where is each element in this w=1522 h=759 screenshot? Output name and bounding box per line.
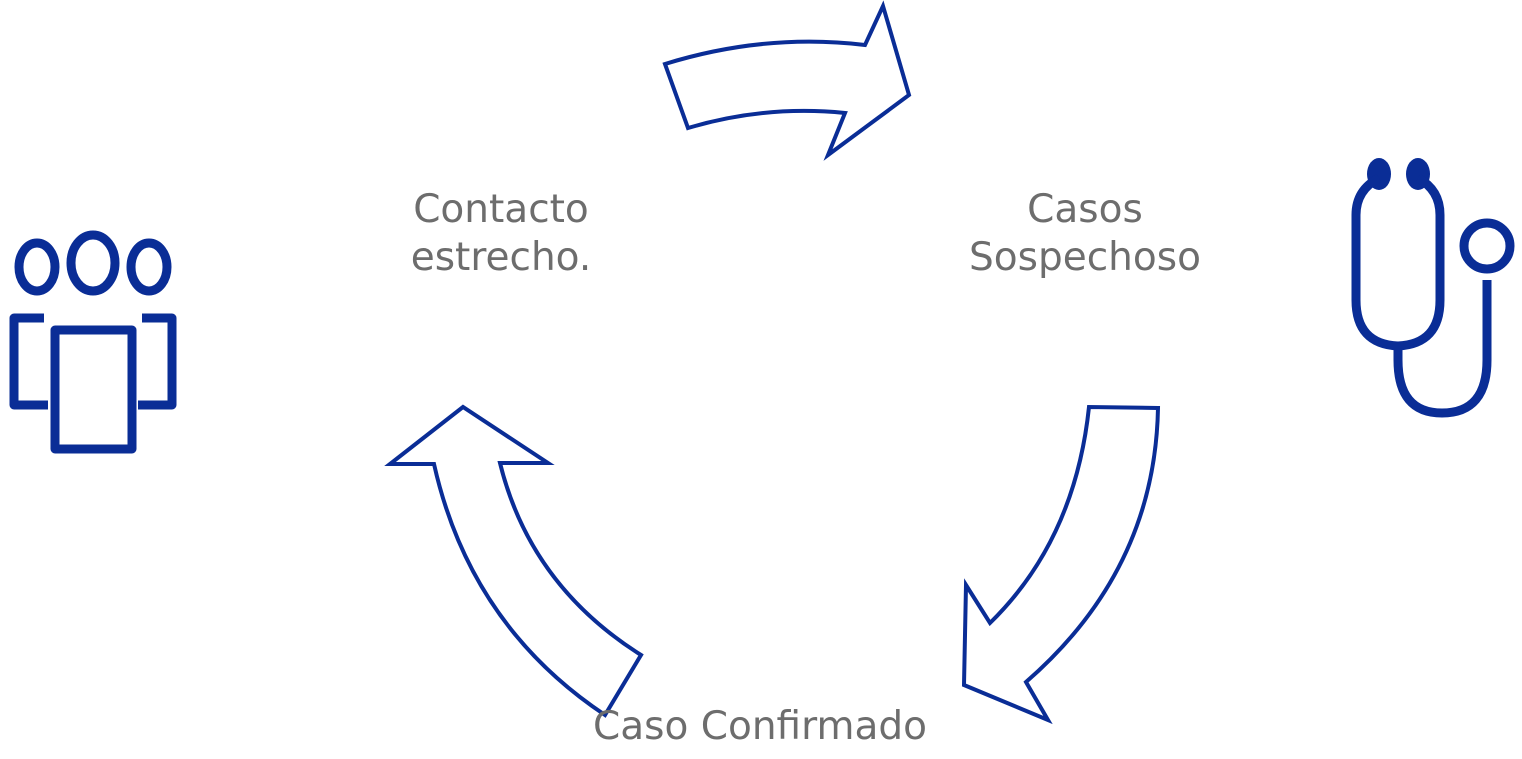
people-group-icon [9, 230, 177, 454]
node-contacto-line2: estrecho. [410, 235, 592, 280]
node-casos-sospechoso: Casos Sospechoso [955, 186, 1215, 282]
node-caso-confirmado: Caso Confirmado [580, 703, 940, 751]
node-sospechoso-line1: Casos [1027, 187, 1143, 232]
node-contacto-estrecho: Contacto estrecho. [391, 186, 611, 282]
arrow-contacto-to-sospechoso [662, 0, 912, 161]
stethoscope-icon [1351, 158, 1515, 418]
node-sospechoso-line2: Sospechoso [969, 235, 1201, 280]
arrow-sospechoso-to-confirmado [961, 404, 1161, 725]
node-contacto-line1: Contacto [413, 187, 589, 232]
node-confirmado-line1: Caso Confirmado [593, 704, 927, 749]
arrow-confirmado-to-contacto [384, 404, 644, 718]
